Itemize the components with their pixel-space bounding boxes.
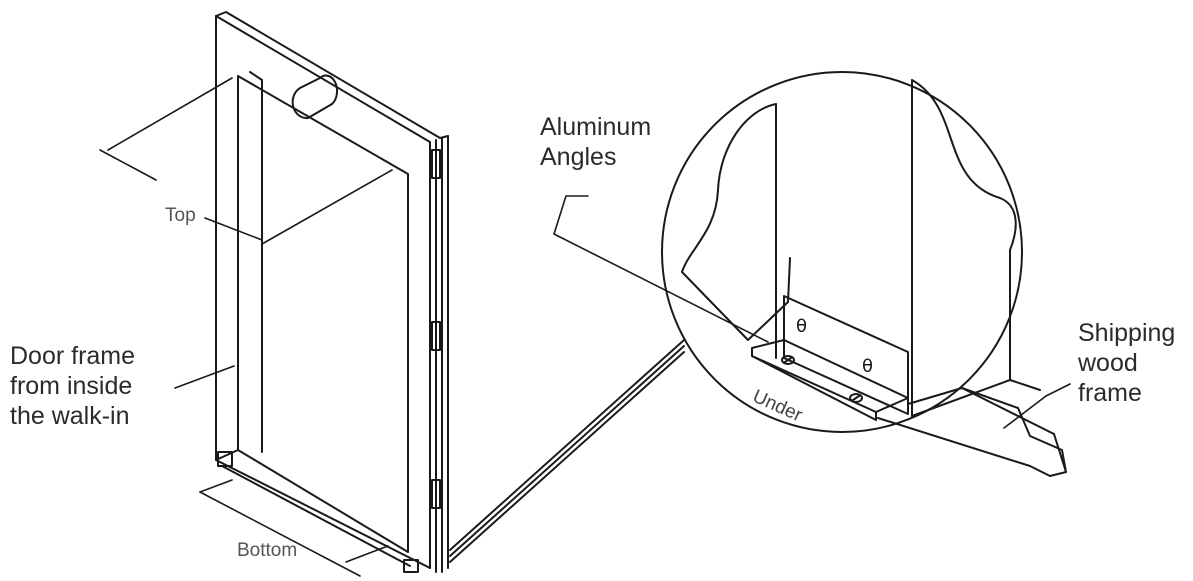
leader-lines	[553, 195, 1071, 429]
bottom-label: Bottom	[237, 540, 298, 561]
door-frame-line-2: from inside	[10, 372, 133, 400]
aluminum-angles-line-2: Angles	[540, 143, 617, 171]
door-frame-line-3: the walk-in	[10, 402, 130, 430]
aluminum-angles-line-1: Aluminum	[540, 113, 652, 141]
angle-mark-2: θ	[862, 356, 873, 377]
shipping-line-2: wood	[1078, 349, 1138, 377]
door-frame	[215, 11, 685, 573]
aluminum-angles-label: Aluminum Angles	[540, 112, 651, 172]
shipping-line-1: Shipping	[1078, 319, 1176, 347]
top-label: Top	[165, 205, 196, 226]
shipping-line-3: frame	[1078, 379, 1142, 407]
shipping-wood-frame-label: Shipping wood frame	[1078, 318, 1175, 408]
dimension-lines	[99, 77, 393, 577]
angle-mark-1: θ	[796, 316, 807, 337]
magnified-detail	[661, 71, 1067, 477]
door-frame-line-1: Door frame	[10, 342, 136, 370]
door-frame-label: Door frame from inside the walk-in	[10, 341, 135, 431]
